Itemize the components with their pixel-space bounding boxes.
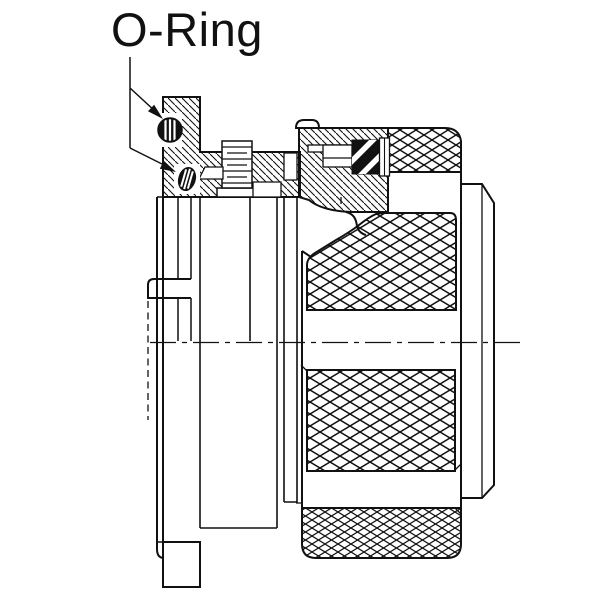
nut-profile-lines	[301, 141, 462, 508]
o-ring-label: O-Ring	[111, 3, 263, 56]
knurl-band-top	[387, 127, 462, 173]
band-notch	[252, 181, 282, 198]
retaining-ring-section	[351, 139, 380, 175]
retainer-detail	[307, 137, 391, 177]
mounting-flange	[147, 196, 201, 588]
knurl-band-bottom	[301, 507, 462, 559]
key-notch	[197, 166, 224, 180]
flange-foot	[162, 541, 201, 588]
band-slot	[283, 152, 298, 181]
knurl-band-middle	[306, 212, 457, 311]
shell-outline-lines	[199, 152, 298, 529]
knurl-band-lower	[306, 369, 456, 472]
leader-arrow-lower	[159, 160, 176, 172]
nut-top-lug	[294, 119, 321, 129]
o-ring-upper	[156, 113, 183, 147]
leader-arrow-upper	[148, 104, 163, 119]
o-ring-leader-lines	[129, 57, 176, 172]
jackscrew-thread	[216, 140, 258, 198]
flange-boss	[147, 278, 191, 299]
cable-end-cap	[460, 183, 495, 499]
coupling-nut	[294, 119, 462, 559]
o-ring-lower	[174, 164, 200, 194]
